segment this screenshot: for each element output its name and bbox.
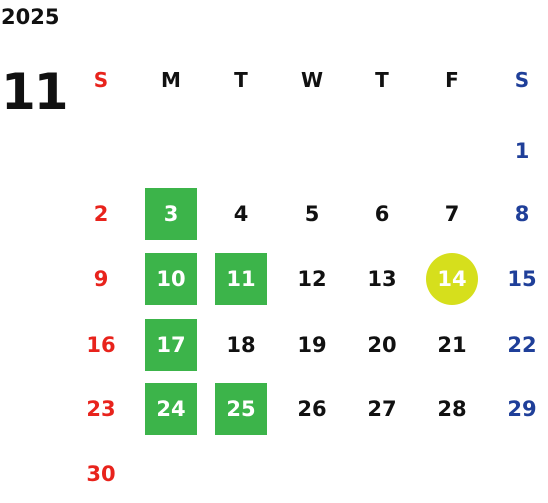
day-cell-23[interactable]: 23 bbox=[86, 397, 116, 421]
day-cell-30[interactable]: 30 bbox=[86, 462, 116, 486]
day-cell-11[interactable]: 11 bbox=[215, 253, 267, 305]
day-cell-17[interactable]: 17 bbox=[145, 319, 197, 371]
day-cell-3[interactable]: 3 bbox=[145, 188, 197, 240]
year-label: 2025 bbox=[1, 5, 60, 29]
weekday-header-tue: T bbox=[234, 68, 248, 92]
day-cell-28[interactable]: 28 bbox=[437, 397, 467, 421]
day-cell-18[interactable]: 18 bbox=[226, 333, 256, 357]
day-cell-24[interactable]: 24 bbox=[145, 383, 197, 435]
day-cell-29[interactable]: 29 bbox=[507, 397, 537, 421]
weekday-header-sun: S bbox=[93, 68, 109, 92]
month-number: 11 bbox=[1, 63, 69, 121]
day-cell-19[interactable]: 19 bbox=[297, 333, 327, 357]
day-cell-8[interactable]: 8 bbox=[514, 202, 530, 226]
day-cell-16[interactable]: 16 bbox=[86, 333, 116, 357]
day-cell-22[interactable]: 22 bbox=[507, 333, 537, 357]
day-cell-15[interactable]: 15 bbox=[507, 267, 537, 291]
day-cell-10[interactable]: 10 bbox=[145, 253, 197, 305]
weekday-header-thu: T bbox=[375, 68, 389, 92]
day-cell-13[interactable]: 13 bbox=[367, 267, 397, 291]
day-cell-6[interactable]: 6 bbox=[374, 202, 390, 226]
day-cell-2[interactable]: 2 bbox=[93, 202, 109, 226]
day-cell-27[interactable]: 27 bbox=[367, 397, 397, 421]
day-cell-20[interactable]: 20 bbox=[367, 333, 397, 357]
day-cell-5[interactable]: 5 bbox=[304, 202, 320, 226]
weekday-header-fri: F bbox=[445, 68, 459, 92]
day-cell-12[interactable]: 12 bbox=[297, 267, 327, 291]
day-cell-14[interactable]: 14 bbox=[426, 253, 478, 305]
day-cell-25[interactable]: 25 bbox=[215, 383, 267, 435]
day-cell-9[interactable]: 9 bbox=[93, 267, 109, 291]
weekday-header-sat: S bbox=[514, 68, 530, 92]
day-cell-7[interactable]: 7 bbox=[444, 202, 460, 226]
day-cell-21[interactable]: 21 bbox=[437, 333, 467, 357]
day-cell-26[interactable]: 26 bbox=[297, 397, 327, 421]
day-cell-4[interactable]: 4 bbox=[233, 202, 249, 226]
weekday-header-wed: W bbox=[300, 68, 324, 92]
day-cell-1[interactable]: 1 bbox=[514, 139, 530, 163]
weekday-header-mon: M bbox=[161, 68, 181, 92]
